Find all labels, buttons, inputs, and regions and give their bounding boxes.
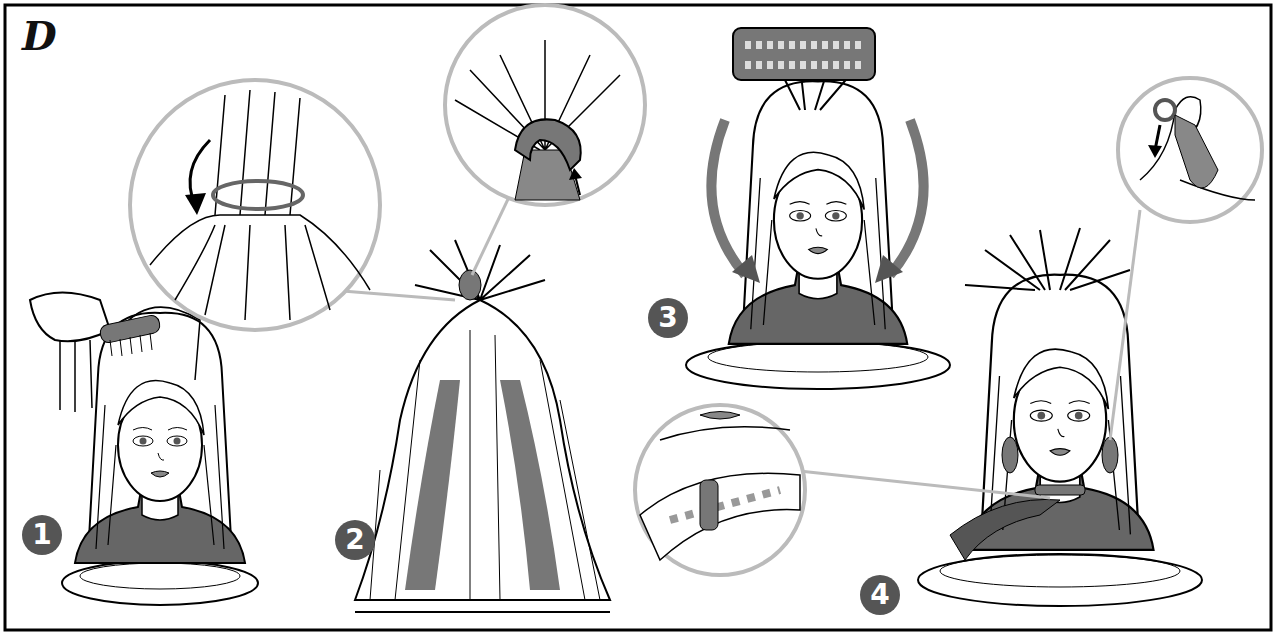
ponytail-strands: [215, 90, 300, 215]
leader-line: [790, 470, 1050, 498]
zoom-circle: [130, 80, 380, 330]
zoom-circle: [1118, 78, 1262, 222]
arrowhead: [875, 255, 903, 283]
earring-hook: [1155, 100, 1175, 120]
zoom-circle: [635, 405, 805, 575]
leader-line: [330, 290, 455, 300]
leader-line: [472, 195, 510, 275]
arrow: [890, 120, 924, 275]
callout-number: 2: [335, 520, 375, 560]
lips: [700, 412, 740, 420]
scarf: [950, 499, 1060, 560]
earring-closeup: [1175, 115, 1218, 188]
head-3: [729, 81, 908, 344]
spiky-hair: [415, 240, 545, 300]
section-letter: D: [22, 16, 57, 56]
callout-number: 1: [22, 515, 62, 555]
earring: [1002, 437, 1018, 473]
ponytail: [150, 215, 370, 320]
hair-clip: [459, 270, 481, 300]
ground: [355, 611, 610, 613]
hand: [30, 293, 110, 342]
stand-rim: [940, 555, 1180, 587]
choker: [1035, 485, 1085, 495]
frame: [5, 5, 1271, 630]
stand-base: [918, 554, 1202, 606]
hair-strip: [500, 380, 560, 590]
stand-rim: [708, 342, 928, 372]
arrowhead: [569, 168, 582, 180]
leader-line: [1110, 210, 1140, 440]
headband-flowers: [745, 45, 865, 65]
scarf-clip: [700, 480, 718, 530]
scarf-closeup: [640, 473, 800, 560]
scarf-pattern: [670, 490, 780, 520]
clip-closeup: [515, 119, 581, 170]
arrow: [711, 120, 745, 275]
callout-number: 4: [860, 575, 900, 615]
hair-strip: [405, 380, 460, 590]
earring: [1102, 437, 1118, 473]
stand-base: [686, 341, 950, 389]
rubber-band: [213, 181, 303, 209]
callout-number: 3: [648, 298, 688, 338]
arrowhead: [185, 193, 206, 215]
comb-teeth: [110, 333, 152, 356]
hair-bell: [355, 300, 610, 600]
head-1: [75, 313, 245, 563]
chin: [660, 427, 790, 440]
zoom-circle: [445, 5, 645, 205]
stand-base: [62, 561, 258, 605]
spiky-hair: [965, 228, 1130, 290]
ear: [1140, 97, 1255, 200]
arrowhead: [1148, 145, 1162, 158]
hair-strands: [370, 330, 600, 600]
headband: [733, 28, 875, 80]
arrowhead: [732, 255, 760, 283]
stand-rim: [80, 563, 240, 589]
